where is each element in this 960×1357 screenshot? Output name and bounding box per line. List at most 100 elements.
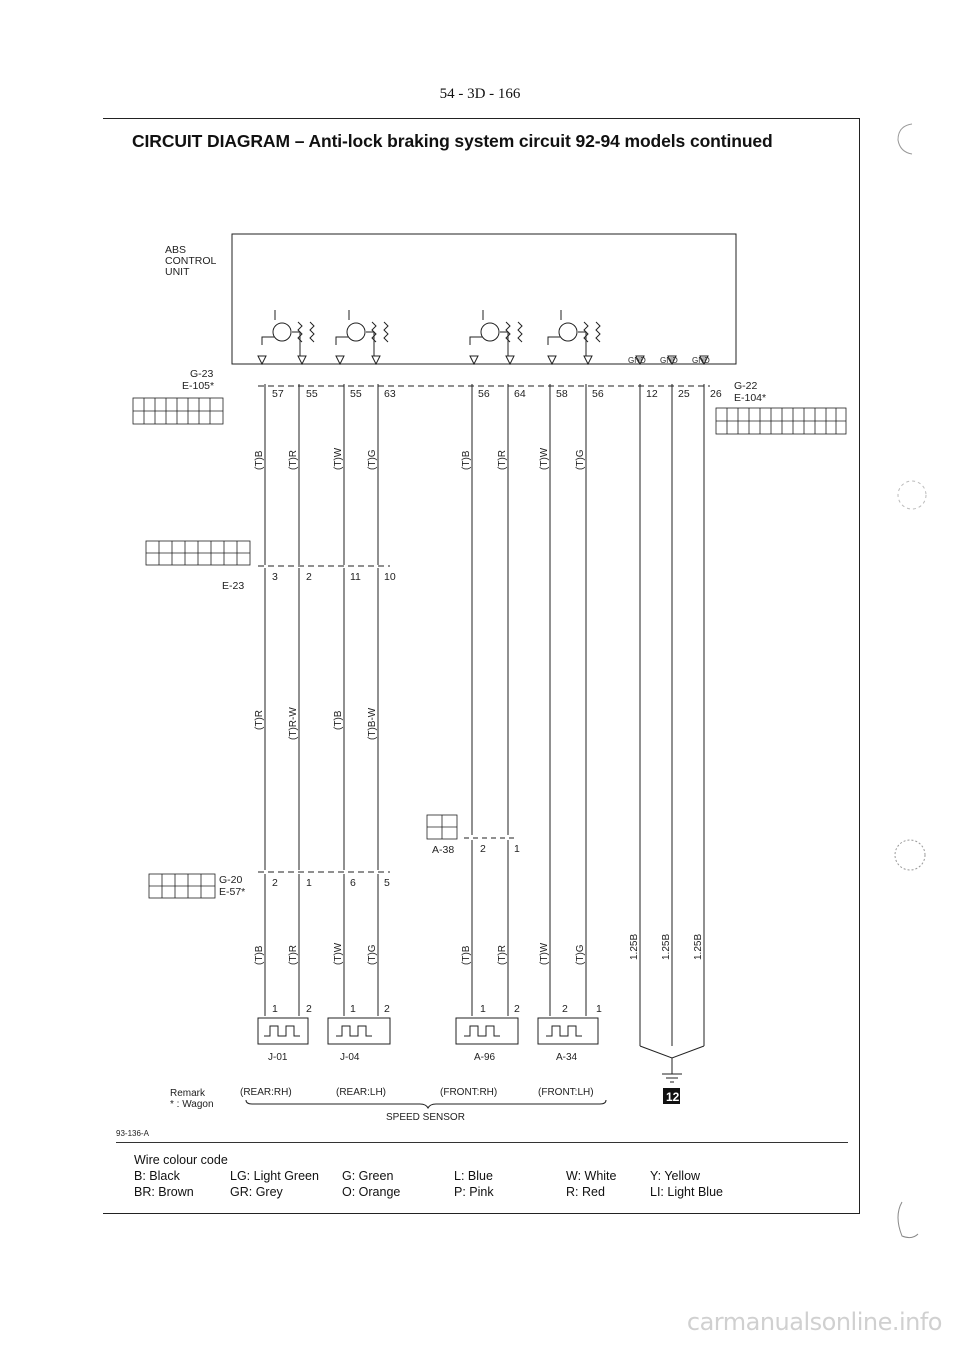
pin-label: 1 [514,843,520,855]
pin-label: 12 [646,388,658,400]
wires-lower [264,874,379,1016]
legend-item: LG: Light Green [230,1169,319,1183]
frame-top-rule [103,118,860,119]
legend-divider [116,1142,848,1143]
pin-label: 57 [272,388,284,400]
transistor-group [257,310,709,366]
sensor-id: J-01 [268,1052,288,1063]
connector-e23-label: E-23 [222,580,244,592]
ground-symbol-icon [639,1045,705,1083]
legend-heading: Wire colour code [134,1153,228,1167]
gnd-label-2: GND [660,356,678,365]
sensor-id: A-34 [556,1052,578,1063]
connector-a38-label: A-38 [432,844,454,856]
sensor-box-j04 [327,1017,391,1045]
connector-g23-label: G-23 [190,368,214,380]
pin-label: 10 [384,571,396,583]
sensor-position: (FRONT:RH) [440,1087,497,1098]
pin-label: 1 [480,1003,486,1015]
sensor-position: (FRONT:LH) [538,1087,594,1098]
pin-label: 2 [306,571,312,583]
wires-rear [264,384,379,565]
legend-item: P: Pink [454,1185,494,1199]
pin-label: 56 [478,388,490,400]
gnd-label-1: GND [628,356,646,365]
pin-label: 1 [306,877,312,889]
pin-label: 2 [480,843,486,855]
watermark: carmanualsonline.info [686,1308,943,1336]
figure-code: 93-136-A [116,1129,150,1138]
wire-label: (T)W [539,942,550,965]
pin-label: 55 [306,388,318,400]
pin-label: 3 [272,571,278,583]
legend-item: GR: Grey [230,1185,283,1199]
legend-item: LI: Light Blue [650,1185,723,1199]
wire-label: (T)R [288,450,299,470]
page-number: 54 - 3D - 166 [439,86,521,102]
diagram-title: CIRCUIT DIAGRAM – Anti-lock braking syst… [132,131,773,151]
binding-hole-mark [897,480,927,510]
connector-g20-alt-label: E-57* [219,886,245,898]
pin-label: 64 [514,388,526,400]
wire-label: (T)R [288,945,299,965]
abs-control-unit-box [231,233,737,365]
wires-front [471,384,587,1016]
wire-label: (T)W [539,447,550,470]
pin-label: 1 [272,1003,278,1015]
remark-text: * : Wagon [170,1099,214,1110]
wire-label: (T)R [254,710,265,730]
remark-heading: Remark [170,1088,206,1099]
wires-a38-down [471,840,509,1016]
wire-label: (T)B [254,945,265,965]
wire-label: (T)G [367,449,378,470]
sensor-id: J-04 [340,1052,360,1063]
pulse-signal-icons [264,1025,582,1037]
wire-label: (T)G [367,944,378,965]
wire-label: (T)W [333,942,344,965]
abs-unit-label-3: UNIT [165,266,190,278]
pin-label: 1 [350,1003,356,1015]
pin-label: 26 [710,388,722,400]
pin-label: 5 [384,877,390,889]
pin-label: 1 [596,1003,602,1015]
ground-wire-label: 1.25B [693,934,704,960]
ground-badge-label: 12 [666,1090,680,1104]
sensor-position: (REAR:RH) [240,1087,292,1098]
wire-label: (T)B [461,450,472,470]
frame-bottom-rule [103,1213,860,1214]
legend-item: G: Green [342,1169,394,1183]
pin-label: 11 [350,571,361,583]
legend-item: BR: Brown [134,1185,194,1199]
legend-item: R: Red [566,1185,605,1199]
sensor-box-j01 [257,1017,309,1045]
connector-g23-alt-label: E-105* [182,380,214,392]
speed-sensor-label: SPEED SENSOR [386,1112,465,1123]
pin-label: 6 [350,877,356,889]
ground-wire-label: 1.25B [661,934,672,960]
abs-unit-label-2: CONTROL [165,255,216,267]
pin-label: 2 [562,1003,568,1015]
frame-right-rule [859,118,860,1214]
binding-hole-mark [894,839,926,871]
legend-item: O: Orange [342,1185,401,1199]
sensor-position: (REAR:LH) [336,1087,386,1098]
sensor-box-a96 [455,1017,519,1045]
wire-label: (T)B [333,710,344,730]
pin-label: 2 [514,1003,520,1015]
sensor-box-a34 [537,1017,599,1045]
connector-g22-label: G-22 [734,380,758,392]
pin-label: 2 [384,1003,390,1015]
wires-mid [264,568,379,870]
connector-g22-alt-label: E-104* [734,392,766,404]
connector-g20-label: G-20 [219,874,243,886]
pin-label: 2 [306,1003,312,1015]
pin-label: 2 [272,877,278,889]
legend-item: W: White [566,1169,617,1183]
pin-label: 63 [384,388,396,400]
abs-unit-label-1: ABS [165,244,186,256]
wire-label: (T)G [575,449,586,470]
wire-label: (T)G [575,944,586,965]
wire-label: (T)R [497,450,508,470]
ground-wires [639,384,705,1046]
